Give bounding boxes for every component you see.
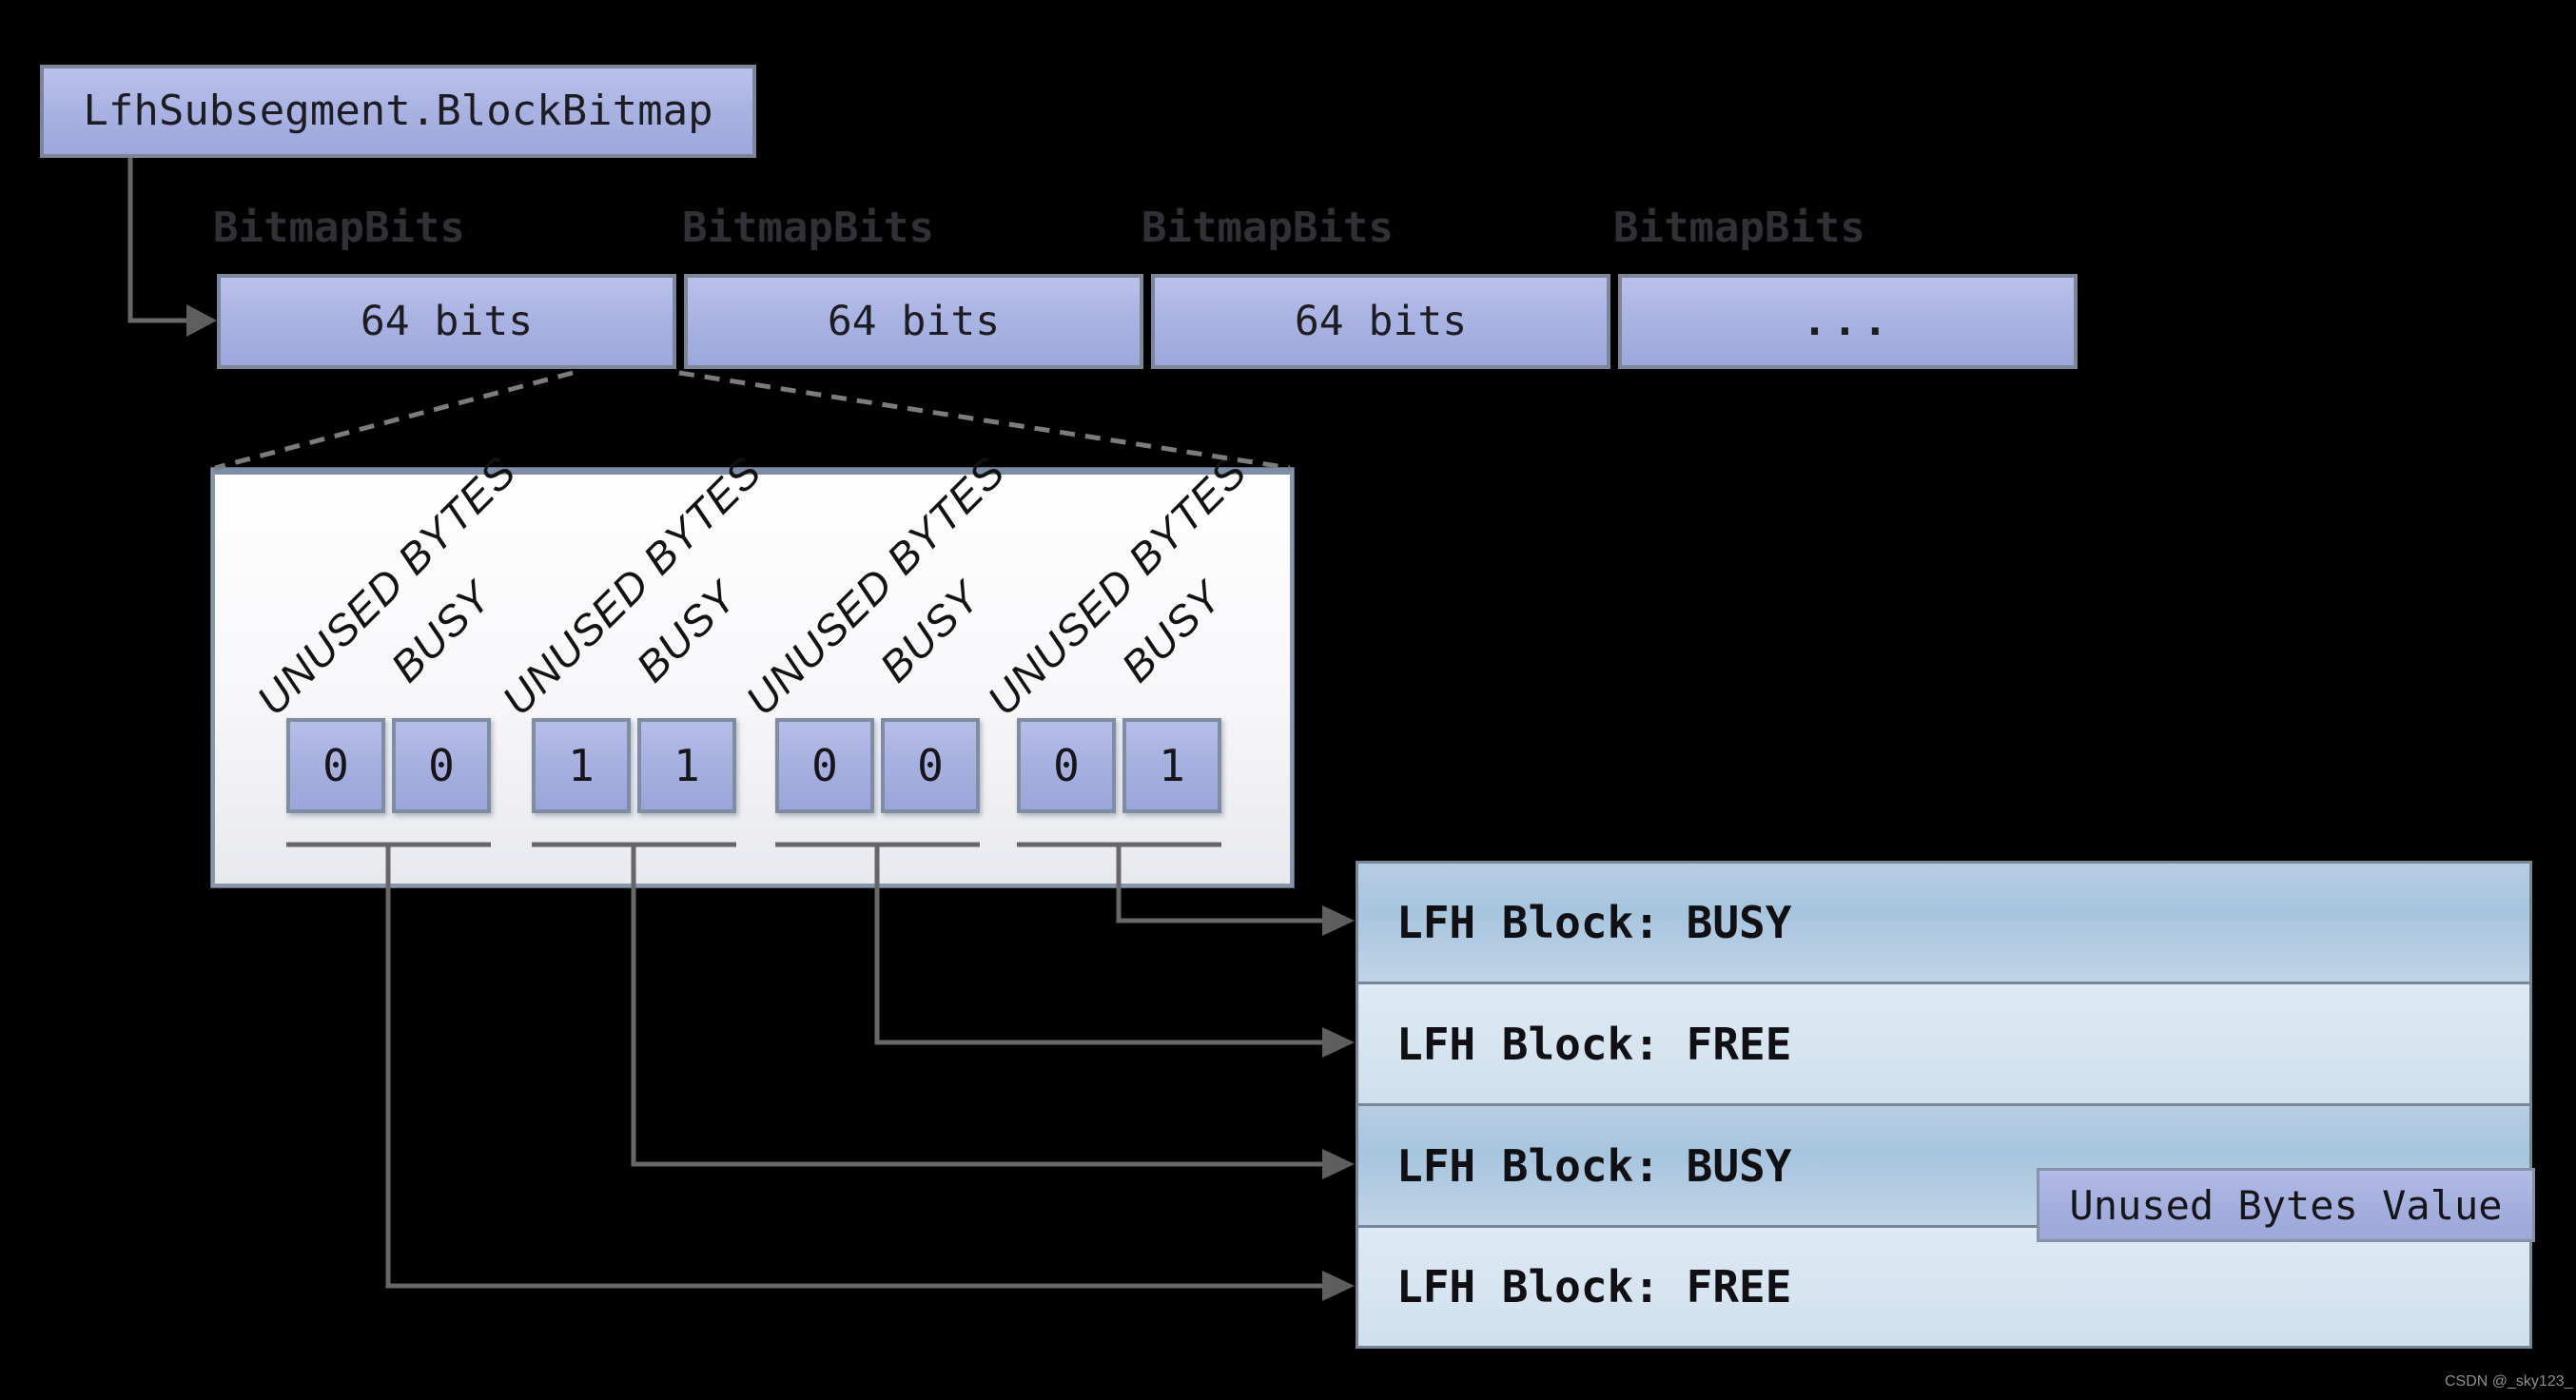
lfh-block-row-1: LFH Block: BUSY <box>1356 861 2532 984</box>
bitmap-word-box-4: ... <box>1618 274 2078 369</box>
bit-detail-panel <box>211 468 1294 887</box>
bitmapbits-label-1: BitmapBits <box>213 204 465 252</box>
bitmapbits-label-3: BitmapBits <box>1142 204 1394 252</box>
bit-cell-g2-unused: 1 <box>532 718 631 813</box>
arrowhead-row1 <box>1322 905 1355 936</box>
title-box: LfhSubsegment.BlockBitmap <box>40 65 756 158</box>
bit-cell-g4-busy: 1 <box>1122 718 1221 813</box>
bitmap-word-box-1: 64 bits <box>217 274 676 369</box>
arrowhead-title-to-bitmap <box>186 304 217 337</box>
unused-bytes-value-box: Unused Bytes Value <box>2037 1168 2535 1242</box>
dashed-expansion-left <box>214 370 574 471</box>
arrowhead-row3 <box>1322 1149 1355 1179</box>
bitmapbits-label-4: BitmapBits <box>1613 204 1865 252</box>
bit-cell-g3-unused: 0 <box>775 718 874 813</box>
arrow-title-to-bitmap <box>127 158 188 323</box>
arrowhead-row4 <box>1322 1271 1355 1301</box>
watermark: CSDN @_sky123_ <box>2445 1373 2573 1390</box>
bit-cell-g2-busy: 1 <box>637 718 736 813</box>
arrowhead-row2 <box>1322 1027 1355 1058</box>
bitmap-word-box-3: 64 bits <box>1151 274 1610 369</box>
bit-cell-g4-unused: 0 <box>1017 718 1116 813</box>
bit-cell-g3-busy: 0 <box>881 718 980 813</box>
connector-g2-to-row3 <box>631 845 1324 1167</box>
bitmapbits-label-2: BitmapBits <box>682 204 934 252</box>
bit-cell-g1-busy: 0 <box>392 718 491 813</box>
lfh-block-row-2: LFH Block: FREE <box>1356 982 2532 1106</box>
bitmap-word-box-2: 64 bits <box>684 274 1143 369</box>
bit-cell-g1-unused: 0 <box>286 718 385 813</box>
title-box-label: LfhSubsegment.BlockBitmap <box>83 87 713 135</box>
lfh-block-row-4: LFH Block: FREE <box>1356 1225 2532 1349</box>
lfh-block-row-3: LFH Block: BUSY <box>1356 1103 2532 1228</box>
connector-g1-to-row4 <box>385 845 1324 1289</box>
